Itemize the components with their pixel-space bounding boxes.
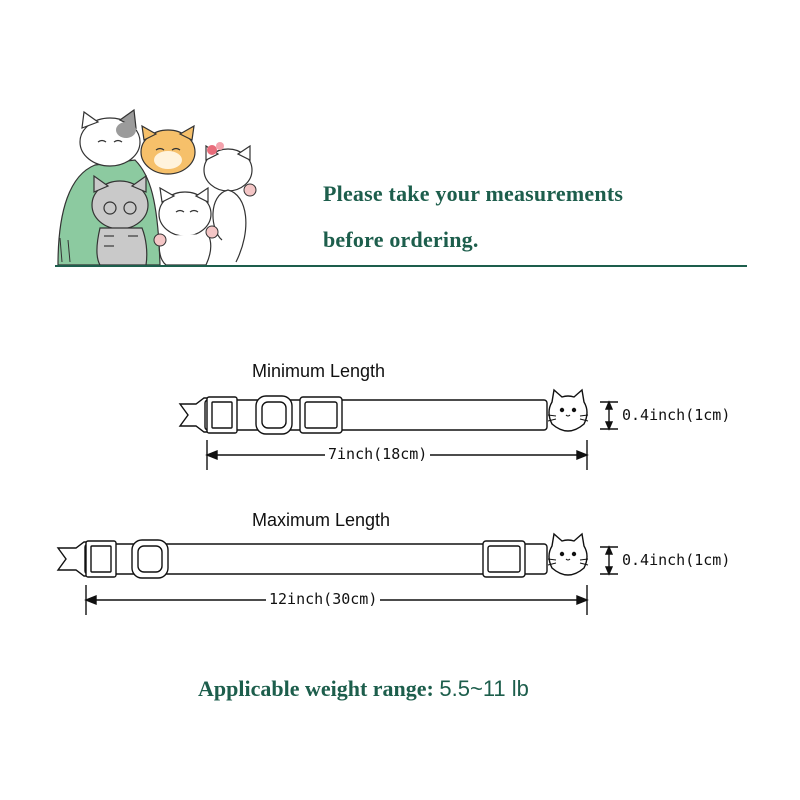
collar-maximum [56,532,618,615]
minimum-length-label: Minimum Length [252,361,386,381]
weight-range-value: 5.5~11 lb [439,676,529,701]
weight-range-label: Applicable weight range: [198,676,434,701]
buckle-box [85,540,117,578]
maximum-width-value: 0.4inch(1cm) [622,551,731,569]
maximum-length-value: 12inch(30cm) [266,590,381,608]
collar-minimum [178,388,618,470]
minimum-length-value: 7inch(18cm) [325,445,431,463]
slider [482,540,526,578]
d-ring [255,395,293,435]
instruction-line-2: before ordering. [323,227,479,252]
cat-face-tag-icon [547,532,589,576]
buckle-box [206,396,238,434]
d-ring [131,539,169,579]
minimum-width-value: 0.4inch(1cm) [622,406,731,424]
maximum-length-label: Maximum Length [252,510,391,530]
slider [299,396,343,434]
cats-illustration [57,108,257,266]
collar-strap [84,543,548,575]
instruction-line-1: Please take your measurements [323,181,624,206]
cat-face-tag-icon [547,388,589,432]
weight-range: Applicable weight range: 5.5~11 lb [198,676,529,702]
